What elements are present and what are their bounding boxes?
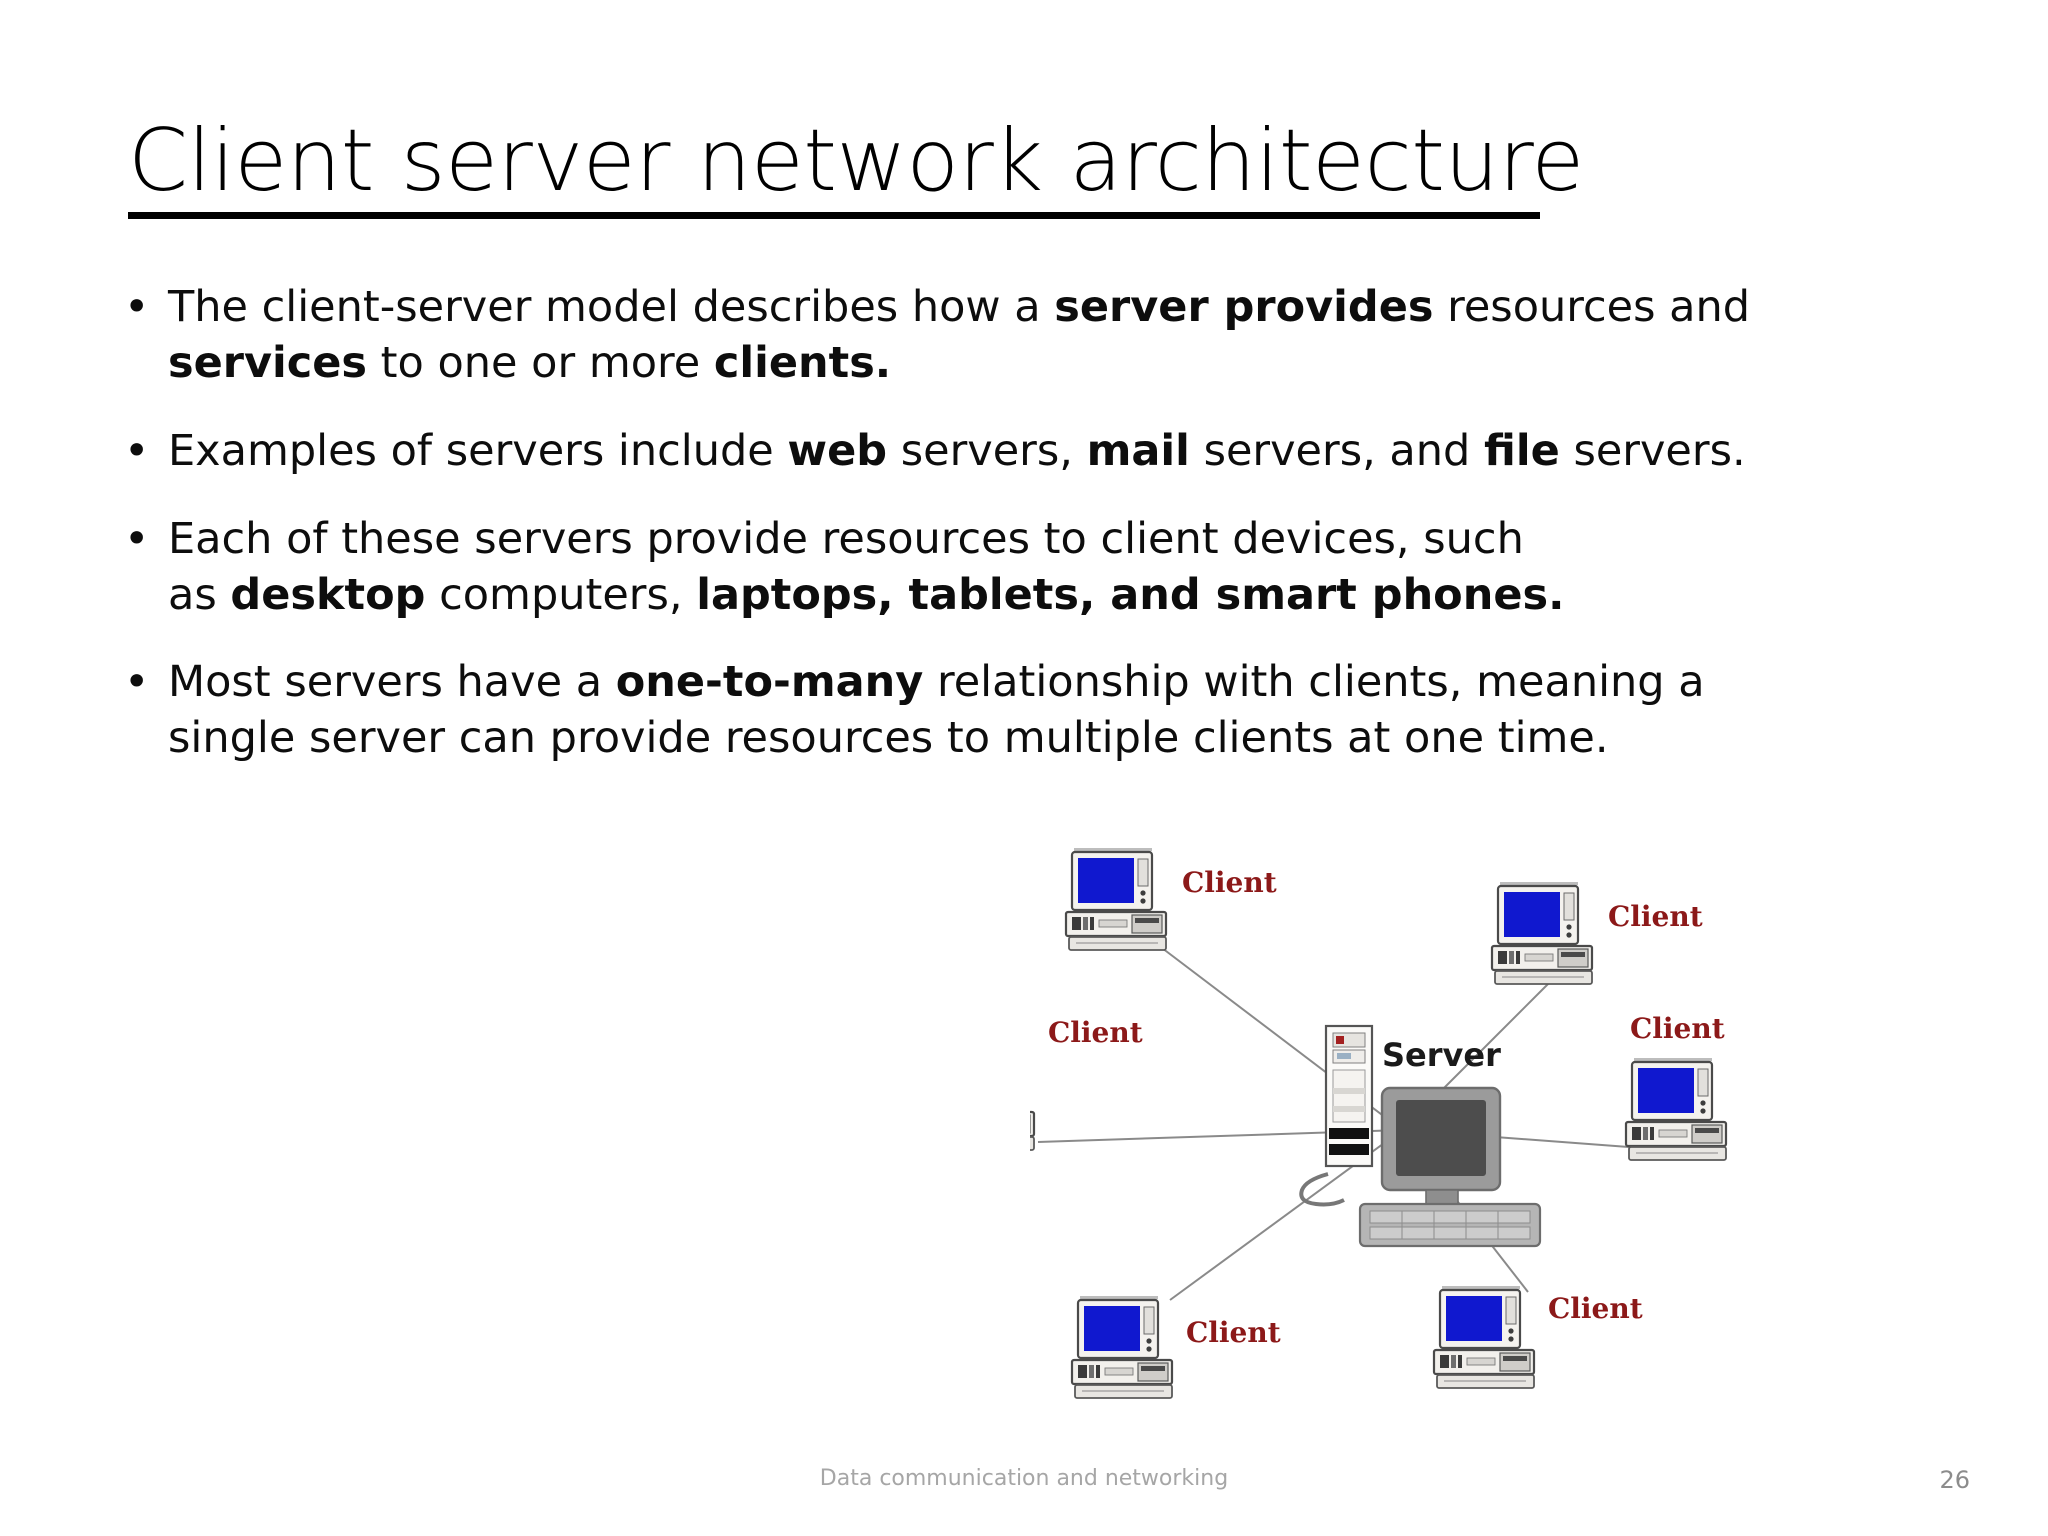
bullet-text: Examples of servers include bbox=[168, 425, 788, 476]
page-title: Client server network architecture bbox=[128, 111, 1584, 211]
bullet-text-bold: web bbox=[787, 425, 888, 476]
bullet-text-bold: laptops, tablets, and smart phones. bbox=[696, 569, 1565, 620]
bullet-line: services to one or more clients. bbox=[168, 336, 1910, 392]
client-label-top-right: Client bbox=[1608, 900, 1703, 933]
bullet-text: servers, bbox=[887, 425, 1087, 476]
client-label-middle-right: Client bbox=[1630, 1012, 1725, 1045]
bullet-line: single server can provide resources to m… bbox=[168, 711, 1910, 767]
diagram-node-server: Server bbox=[1299, 1024, 1542, 1248]
bullet-marker: • bbox=[124, 282, 150, 332]
bullet-item: • The client-server model describes how a… bbox=[120, 280, 1910, 392]
server-label: Server bbox=[1382, 1036, 1501, 1074]
bullet-text: Each of these servers provide resources … bbox=[168, 513, 1524, 564]
diagram-node-bottom-right: Client bbox=[1432, 1284, 1643, 1390]
diagram-node-middle-right: Client bbox=[1624, 1012, 1728, 1162]
footer-note: Data communication and networking bbox=[819, 1466, 1229, 1491]
bullet-item: • Most servers have a one-to-many relatio… bbox=[120, 655, 1910, 767]
bullet-text-bold: file bbox=[1484, 425, 1560, 476]
bullet-text-bold: services bbox=[168, 337, 367, 388]
bullet-text: single server can provide resources to m… bbox=[168, 713, 1609, 764]
client-label-middle-left: Client bbox=[1048, 1016, 1143, 1049]
title-underline-rule bbox=[128, 211, 1540, 219]
diagram-node-bottom-left: Client bbox=[1070, 1294, 1281, 1400]
bullet-text-bold: clients. bbox=[713, 337, 892, 388]
bullet-text: computers, bbox=[425, 569, 697, 620]
bullet-text: servers. bbox=[1559, 425, 1746, 476]
diagram-node-top-right: Client bbox=[1490, 880, 1703, 986]
bullet-item: • Each of these servers provide resources… bbox=[120, 512, 1910, 624]
bullet-line: The client-server model describes how a … bbox=[168, 280, 1910, 336]
network-diagram-svg: Server Client Client Client Client bbox=[1030, 846, 1728, 1400]
bullet-marker: • bbox=[124, 513, 150, 564]
bullet-line: Each of these servers provide resources … bbox=[168, 512, 1910, 568]
bullet-line: as desktop computers, laptops, tablets, … bbox=[168, 568, 1910, 624]
bullet-marker: • bbox=[124, 657, 150, 708]
server-keyboard bbox=[1358, 1202, 1542, 1248]
bullet-item: • Examples of servers include web servers… bbox=[120, 424, 1910, 480]
bullet-text: relationship with clients, meaning a bbox=[923, 657, 1705, 708]
bullet-text: to one or more bbox=[366, 337, 714, 388]
bullet-text: servers, and bbox=[1189, 425, 1484, 476]
diagram-node-client-top-left: Client bbox=[1064, 846, 1277, 952]
network-diagram: Server Client Client Client Client bbox=[1030, 830, 1750, 1450]
bullet-text: resources and bbox=[1433, 282, 1751, 332]
client-label-bottom-right: Client bbox=[1548, 1292, 1643, 1325]
title-block: Client server network architecture bbox=[128, 111, 1584, 219]
diagram-node-middle-left: Client bbox=[1030, 1016, 1143, 1152]
client-label-bottom-left: Client bbox=[1186, 1316, 1281, 1349]
bullet-text-bold: one-to-many bbox=[615, 657, 924, 708]
bullet-text-bold: mail bbox=[1086, 425, 1190, 476]
bullet-text: Most servers have a bbox=[168, 657, 616, 708]
bullet-text: as bbox=[168, 569, 231, 620]
bullet-text-bold: server provides bbox=[1054, 282, 1434, 332]
client-label-top-left: Client bbox=[1182, 866, 1277, 899]
bullet-line: Most servers have a one-to-many relation… bbox=[168, 655, 1910, 711]
bullet-text-bold: desktop bbox=[230, 569, 426, 620]
bullet-line: Examples of servers include web servers,… bbox=[168, 424, 1910, 480]
bullet-marker: • bbox=[124, 425, 150, 476]
page-number: 26 bbox=[1939, 1466, 1970, 1494]
bullet-list: • The client-server model describes how a… bbox=[120, 280, 1910, 799]
bullet-text: The client-server model describes how a bbox=[168, 282, 1055, 332]
